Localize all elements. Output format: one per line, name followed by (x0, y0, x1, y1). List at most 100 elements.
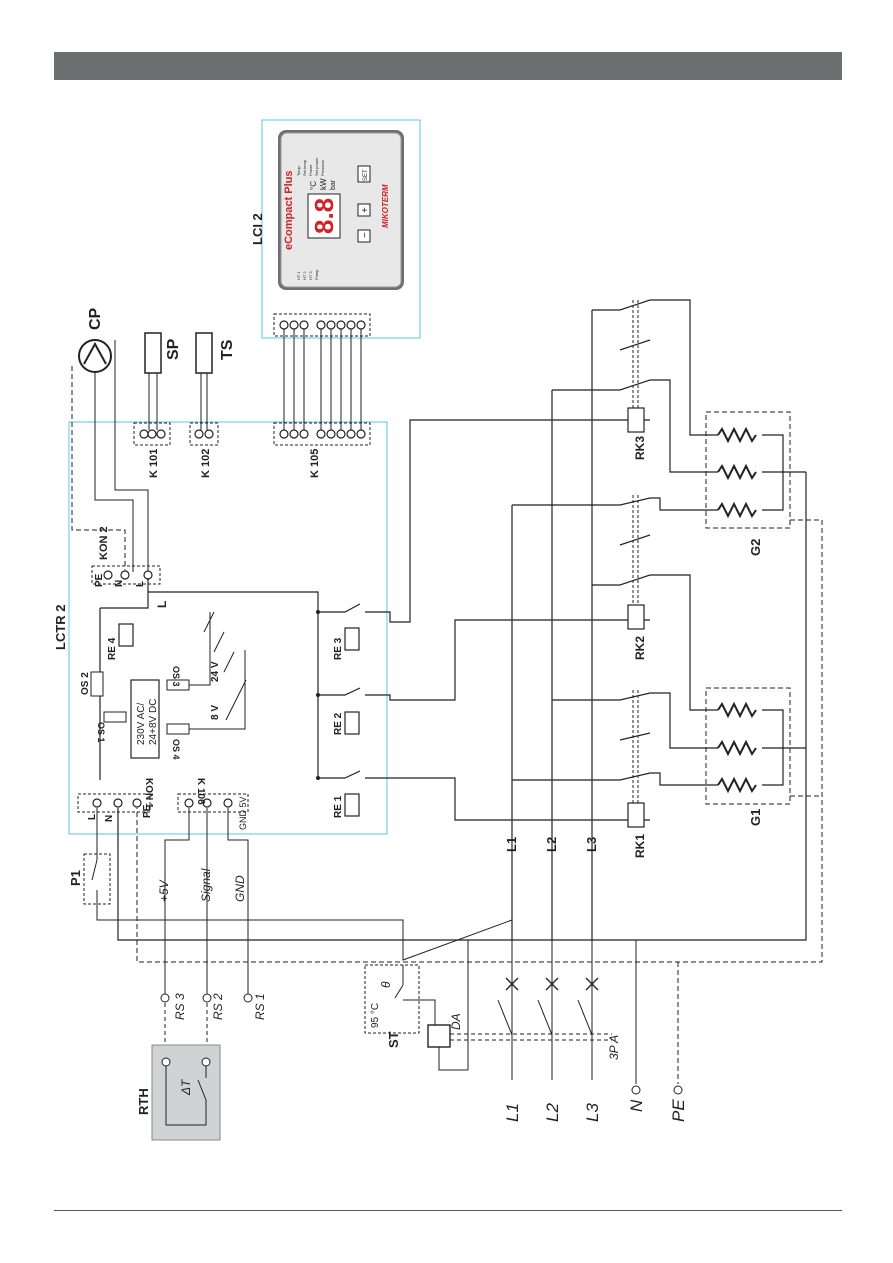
re3-coil (344, 627, 360, 651)
l1-label: L1 (504, 837, 519, 852)
kon2-l-label: L (135, 581, 146, 587)
g2-heater-group (705, 411, 791, 529)
re4-label: RE 4 (107, 637, 118, 660)
brand-logo: MIKOTERM (381, 184, 390, 228)
sp-label: SP (165, 338, 182, 360)
re1-label: RE 1 (333, 795, 344, 818)
psu-label-2: 24+8V DC (148, 699, 159, 745)
k101-terminals (133, 422, 171, 446)
rk2-label: RK2 (633, 636, 647, 660)
input-l3-label: L3 (583, 1103, 602, 1122)
kon1-pe-label: PE (142, 804, 153, 818)
da-label: DA (449, 1013, 463, 1030)
set-label: SET (363, 169, 369, 181)
unit-bar: bar (330, 179, 337, 190)
k106-terminals (177, 793, 249, 813)
psu-box (130, 679, 160, 759)
panel-title: eCompact Plus (283, 171, 295, 250)
k106-label: K 106 (195, 778, 206, 805)
st-thermostat (364, 964, 420, 1034)
theta-label: θ (379, 981, 393, 988)
rk3-coil (627, 407, 645, 433)
dt-label: ΔT (179, 1078, 193, 1096)
kon2-terminals (91, 565, 161, 585)
header-bar (54, 52, 842, 80)
v8-label: 8 V (210, 705, 221, 720)
footer-line (54, 1210, 842, 1211)
k102-terminals (189, 422, 219, 446)
rs1-label: RS 1 (253, 993, 267, 1020)
input-l1-label: L1 (503, 1103, 522, 1122)
led-ht1: HT 1 (296, 271, 301, 280)
gnd-label: GND (233, 875, 247, 902)
lci2-terminals (273, 313, 371, 337)
ts-label: TS (219, 339, 236, 360)
re3-label: RE 3 (333, 637, 344, 660)
set-button[interactable] (357, 165, 371, 183)
input-n-label: N (627, 1099, 646, 1112)
os2-label: OS 2 (80, 672, 91, 695)
kon2-n-label: N (114, 580, 125, 587)
control-panel: eCompact Plus 8.8 °C kW bar MIKOTERM − +… (278, 130, 404, 290)
l2-label: L2 (544, 837, 559, 852)
display-value: 8.8 (309, 198, 339, 234)
re1-coil (344, 793, 360, 817)
psu-label-1: 230V AC/ (136, 703, 147, 745)
lctr2-label: LCTR 2 (53, 605, 68, 651)
kon1-label: KON 1 (143, 778, 154, 809)
os4-fuse (166, 723, 190, 735)
ind-set-power: Set power (314, 157, 319, 176)
unit-kw: kW (319, 178, 328, 190)
input-pe-label: PE (669, 1099, 688, 1122)
os2-fuse (90, 671, 104, 697)
seven-seg-display (307, 193, 341, 239)
os4-label: OS 4 (171, 739, 181, 760)
plus-button[interactable] (357, 203, 371, 217)
rth-label: RTH (136, 1088, 151, 1115)
st-label: ST (386, 1031, 401, 1048)
signal-label: Signal (199, 868, 213, 902)
l3-label: L3 (584, 837, 599, 852)
rk1-coil (627, 802, 645, 828)
rk2-coil (627, 604, 645, 630)
g1-heater-group (705, 687, 791, 805)
re2-coil (344, 711, 360, 735)
kon1-terminals (77, 793, 151, 813)
unit-c: °C (309, 181, 318, 190)
k102-label: K 102 (200, 449, 212, 478)
cp-label: CP (87, 307, 104, 330)
input-l2-label: L2 (543, 1103, 562, 1122)
ind-set-temp: Set temp. (302, 159, 307, 176)
kon2-pe-label: PE (94, 573, 105, 587)
v24-label: 24 V (210, 661, 221, 682)
g1-label: G1 (748, 809, 763, 826)
st-temp-label: 95 °C (370, 1003, 381, 1028)
p1-label: P1 (68, 870, 83, 886)
led-ht3: HT 3 (308, 271, 313, 280)
lctr2-frame (68, 421, 388, 835)
k105-terminals (273, 422, 371, 446)
ind-pressure: Pressure (320, 159, 325, 176)
re2-label: RE 2 (333, 712, 344, 735)
ind-power: Power (308, 164, 313, 176)
kon1-l-label: L (87, 814, 98, 820)
k105-label: K 105 (309, 449, 321, 478)
g2-label: G2 (748, 539, 763, 556)
minus-button[interactable] (357, 229, 371, 243)
ind-temp: Temp. (296, 165, 301, 176)
k101-label: K 101 (148, 449, 160, 478)
kon1-n-label: N (104, 815, 115, 822)
os1-fuse (103, 711, 127, 723)
plus5v-label: +5V (157, 879, 171, 902)
led-pump: Pump (314, 269, 319, 280)
minus-label: − (360, 232, 371, 238)
gnd5v-label: GND 5V (238, 796, 248, 830)
da-coil (427, 1024, 451, 1048)
os1-label: OS 1 (96, 722, 106, 743)
led-ht2: HT 2 (302, 271, 307, 280)
l-line-label: L (155, 601, 169, 608)
ts-sensor (195, 332, 213, 374)
rs2-label: RS 2 (211, 993, 225, 1020)
rs3-label: RS 3 (173, 993, 187, 1020)
